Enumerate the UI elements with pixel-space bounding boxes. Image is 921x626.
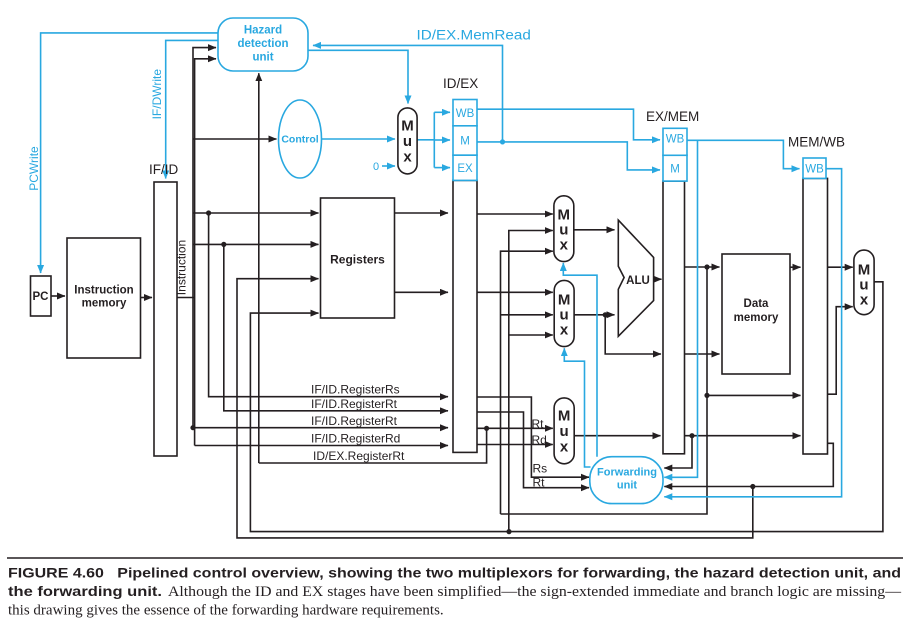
svg-text:Rd: Rd [532,433,547,447]
svg-text:WB: WB [805,163,824,175]
svg-text:x: x [403,148,412,165]
svg-text:MEM/WB: MEM/WB [788,135,845,150]
svg-text:WB: WB [666,133,685,145]
svg-text:u: u [560,307,569,324]
svg-text:u: u [560,423,569,440]
svg-text:Although the ID and EX stages: Although the ID and EX stages have been … [168,584,902,600]
svg-text:M: M [558,206,571,223]
svg-text:M: M [558,408,571,425]
svg-text:this drawing gives the essence: this drawing gives the essence of the fo… [8,603,444,619]
svg-text:x: x [560,321,569,338]
svg-text:M: M [401,118,414,135]
svg-text:ALU: ALU [626,275,650,287]
svg-text:IF/ID.RegisterRt: IF/ID.RegisterRt [311,414,398,428]
svg-text:EX: EX [457,163,473,175]
svg-text:detection: detection [237,38,288,50]
svg-text:PC: PC [33,291,49,303]
svg-text:Rt: Rt [533,476,546,490]
svg-text:Forwarding: Forwarding [597,467,657,479]
svg-text:ID/EX.RegisterRt: ID/EX.RegisterRt [313,449,405,463]
svg-text:u: u [403,133,412,150]
svg-text:IF/ID.RegisterRd: IF/ID.RegisterRd [311,432,400,446]
svg-text:Control: Control [281,134,318,146]
svg-text:x: x [560,236,569,253]
svg-text:FIGURE 4.60 Pipelined contro: FIGURE 4.60 Pipelined control overview, … [8,565,901,581]
svg-text:EX/MEM: EX/MEM [646,109,699,124]
svg-text:unit: unit [617,480,637,492]
svg-text:0: 0 [373,161,379,173]
svg-text:u: u [559,222,568,239]
svg-text:WB: WB [456,108,475,120]
svg-text:x: x [860,291,869,308]
svg-text:M: M [558,291,571,308]
svg-text:Data: Data [744,298,770,310]
svg-text:u: u [859,276,868,293]
svg-text:Hazard: Hazard [244,25,282,37]
svg-text:Rs: Rs [533,462,548,476]
svg-text:IF/ID.RegisterRs: IF/ID.RegisterRs [311,383,400,397]
svg-text:Rt: Rt [532,417,545,431]
svg-text:memory: memory [82,298,127,310]
svg-text:memory: memory [734,312,779,324]
svg-text:IF/ID.RegisterRt: IF/ID.RegisterRt [311,397,398,411]
svg-text:Instruction: Instruction [175,240,189,295]
svg-text:Registers: Registers [330,253,385,267]
svg-text:IF/ID: IF/ID [149,162,178,177]
svg-text:PCWrite: PCWrite [27,146,41,191]
svg-text:M: M [670,163,680,175]
svg-text:M: M [460,136,470,148]
svg-text:ID/EX: ID/EX [443,76,478,91]
svg-text:unit: unit [252,52,273,64]
svg-text:IF/DWrite: IF/DWrite [150,69,164,120]
svg-text:x: x [560,438,569,455]
svg-text:ID/EX.MemRead: ID/EX.MemRead [417,27,531,43]
svg-text:M: M [858,262,871,279]
svg-text:Instruction: Instruction [74,285,133,297]
svg-text:the forwarding unit.: the forwarding unit. [8,583,162,599]
